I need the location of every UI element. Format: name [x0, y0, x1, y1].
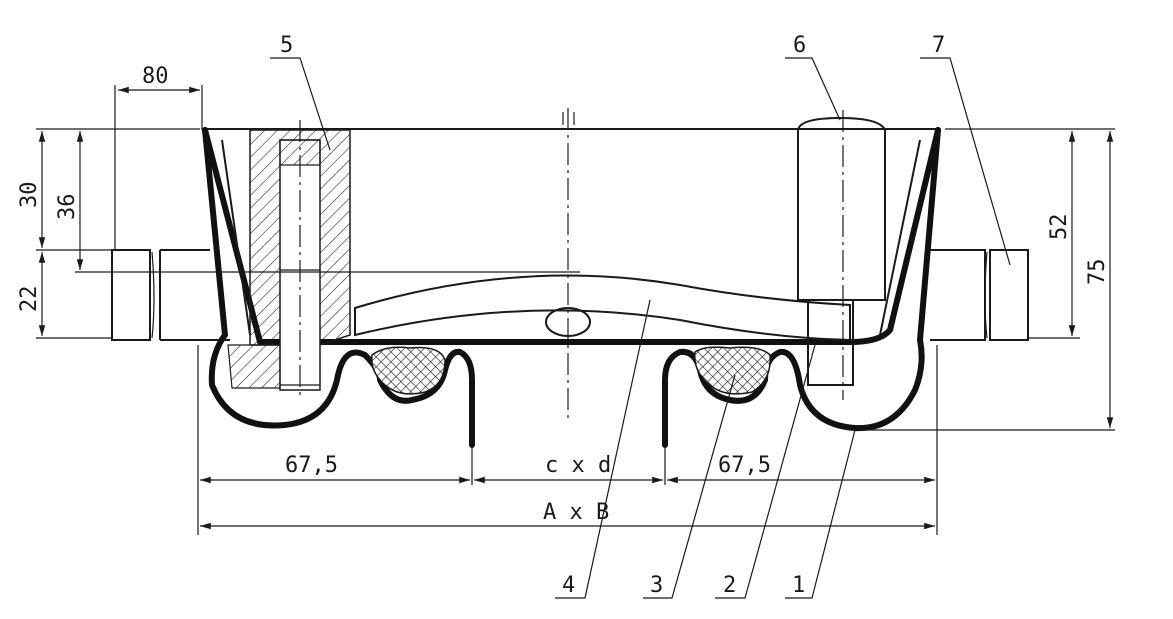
- dim-height-36: 36: [55, 194, 80, 221]
- dim-top-width: 80: [142, 64, 169, 89]
- callout-7: 7: [932, 33, 945, 58]
- dim-height-30: 30: [17, 182, 42, 209]
- bolt-assembly: [227, 120, 351, 400]
- callout-6: 6: [793, 33, 806, 58]
- callout-5: 5: [280, 33, 293, 58]
- extension-lines: [36, 85, 1115, 535]
- callout-2: 2: [723, 573, 736, 598]
- seal-right: [694, 346, 771, 395]
- dim-middle-span: c x d: [545, 453, 611, 478]
- dim-height-22: 22: [17, 286, 42, 313]
- dim-right-span: 67,5: [718, 453, 771, 478]
- callout-1: 1: [792, 573, 805, 598]
- dim-overall: A x B: [543, 500, 609, 525]
- seal-left: [371, 346, 446, 395]
- centerline: [562, 108, 575, 420]
- callout-3: 3: [650, 573, 663, 598]
- curved-plate: [354, 274, 851, 342]
- right-flange: [930, 249, 1029, 341]
- bellows-outer: [202, 127, 941, 448]
- pin-assembly: [797, 110, 886, 400]
- callout-4: 4: [562, 573, 575, 598]
- callout-leaders: [270, 57, 1011, 599]
- left-flange: [111, 249, 230, 341]
- dimension-lines: [38, 86, 1114, 530]
- dim-left-span: 67,5: [285, 453, 338, 478]
- dim-height-75: 75: [1085, 259, 1110, 286]
- dim-height-52: 52: [1047, 214, 1072, 241]
